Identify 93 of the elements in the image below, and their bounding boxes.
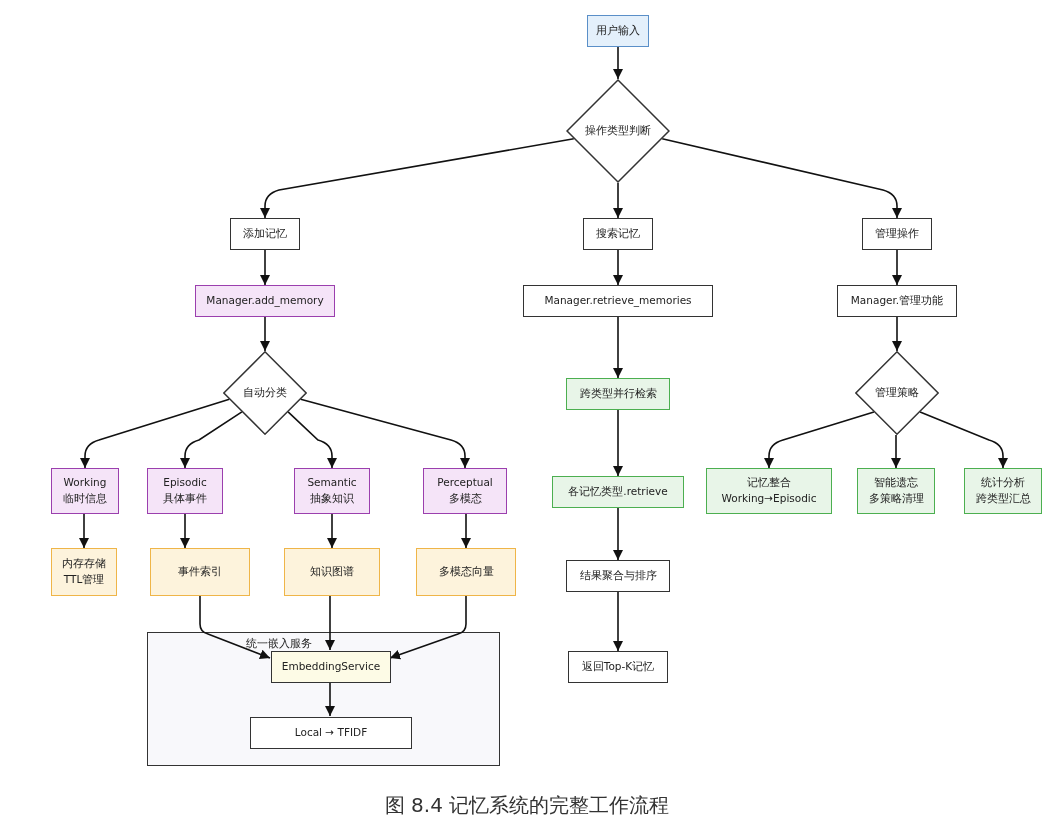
arrow bbox=[260, 316, 270, 352]
arrow bbox=[327, 513, 337, 549]
process-box bbox=[566, 378, 670, 410]
node-label: 统计分析 bbox=[981, 475, 1025, 491]
node-label: 内存存储 bbox=[62, 556, 106, 572]
node-label: 智能遗忘 bbox=[874, 475, 918, 491]
process-box bbox=[271, 651, 391, 683]
process-box bbox=[587, 15, 649, 47]
node-label: 返回Top-K记忆 bbox=[581, 659, 655, 675]
arrow bbox=[325, 681, 335, 717]
node-label: 跨类型并行检索 bbox=[579, 386, 657, 402]
node-label: 多策略清理 bbox=[868, 491, 924, 506]
node-label: EmbeddingService bbox=[281, 659, 381, 675]
node-label: 管理策略 bbox=[875, 385, 919, 401]
group-panel bbox=[146, 632, 500, 766]
process-box bbox=[706, 468, 832, 514]
node-label: Manager.管理功能 bbox=[850, 293, 944, 309]
figure-caption: 图 8.4 记忆系统的完整工作流程 bbox=[383, 792, 671, 819]
process-box bbox=[51, 548, 117, 596]
arrow bbox=[613, 46, 623, 80]
node-label: 临时信息 bbox=[63, 491, 107, 506]
arrow bbox=[299, 398, 470, 469]
process-box bbox=[150, 548, 250, 596]
arrow bbox=[180, 411, 243, 469]
arrow bbox=[613, 409, 623, 477]
node-label: Episodic bbox=[163, 475, 207, 491]
node-label: 抽象知识 bbox=[310, 491, 354, 506]
process-box bbox=[523, 285, 713, 317]
arrow bbox=[613, 182, 623, 219]
arrow bbox=[80, 398, 231, 469]
process-box bbox=[294, 468, 370, 514]
node-label: 事件索引 bbox=[178, 564, 222, 580]
arrow bbox=[389, 595, 467, 660]
arrow bbox=[325, 595, 335, 651]
arrow bbox=[199, 595, 271, 660]
node-label: 自动分类 bbox=[243, 385, 287, 401]
node-label: Manager.retrieve_memories bbox=[544, 293, 692, 309]
arrow bbox=[260, 138, 575, 219]
arrow bbox=[613, 316, 623, 379]
process-box bbox=[284, 548, 380, 596]
arrow bbox=[613, 249, 623, 286]
node-label: Local → TFIDF bbox=[294, 725, 368, 741]
node-label: Perceptual bbox=[437, 475, 493, 491]
node-label: Manager.add_memory bbox=[206, 293, 324, 309]
node-label: 具体事件 bbox=[163, 491, 207, 506]
arrow bbox=[260, 249, 270, 286]
node-label: 用户输入 bbox=[596, 23, 640, 39]
arrow bbox=[79, 513, 89, 549]
group-title: 统一嵌入服务 bbox=[245, 636, 312, 651]
node-label: 添加记忆 bbox=[243, 226, 287, 242]
node-label: 知识图谱 bbox=[310, 564, 354, 580]
node-label: Semantic bbox=[307, 475, 357, 491]
node-label: 操作类型判断 bbox=[585, 123, 651, 139]
arrow bbox=[661, 138, 902, 219]
node-label: 跨类型汇总 bbox=[975, 491, 1031, 506]
decision-diamond bbox=[855, 351, 939, 435]
process-box bbox=[423, 468, 507, 514]
process-box bbox=[583, 218, 653, 250]
process-box bbox=[566, 560, 670, 592]
process-box bbox=[250, 717, 412, 749]
process-box bbox=[857, 468, 935, 514]
process-box bbox=[147, 468, 223, 514]
arrow bbox=[287, 411, 337, 469]
arrow bbox=[461, 513, 471, 549]
node-label: Working bbox=[63, 475, 107, 491]
node-label: 多模态 bbox=[448, 491, 482, 506]
process-box bbox=[862, 218, 932, 250]
process-box bbox=[51, 468, 119, 514]
node-label: 记忆整合 bbox=[747, 475, 791, 491]
node-label: 结果聚合与排序 bbox=[579, 568, 657, 584]
node-label: 各记忆类型.retrieve bbox=[568, 484, 668, 500]
process-box bbox=[568, 651, 668, 683]
arrow bbox=[764, 411, 875, 469]
process-box bbox=[964, 468, 1042, 514]
arrow bbox=[892, 316, 902, 352]
process-box bbox=[230, 218, 300, 250]
process-box bbox=[416, 548, 516, 596]
node-label: Working→Episodic bbox=[721, 491, 817, 506]
arrow bbox=[919, 411, 1008, 469]
node-label: 多模态向量 bbox=[438, 564, 494, 580]
node-label: 管理操作 bbox=[875, 226, 919, 242]
arrow bbox=[613, 507, 623, 561]
process-box bbox=[552, 476, 684, 508]
decision-diamond bbox=[223, 351, 307, 435]
process-box bbox=[837, 285, 957, 317]
process-box bbox=[195, 285, 335, 317]
node-label: 搜索记忆 bbox=[596, 226, 640, 242]
node-label: TTL管理 bbox=[63, 572, 105, 587]
arrow bbox=[613, 591, 623, 652]
decision-diamond bbox=[566, 79, 670, 183]
arrow bbox=[891, 434, 901, 469]
arrow bbox=[180, 513, 190, 549]
arrow bbox=[892, 249, 902, 286]
